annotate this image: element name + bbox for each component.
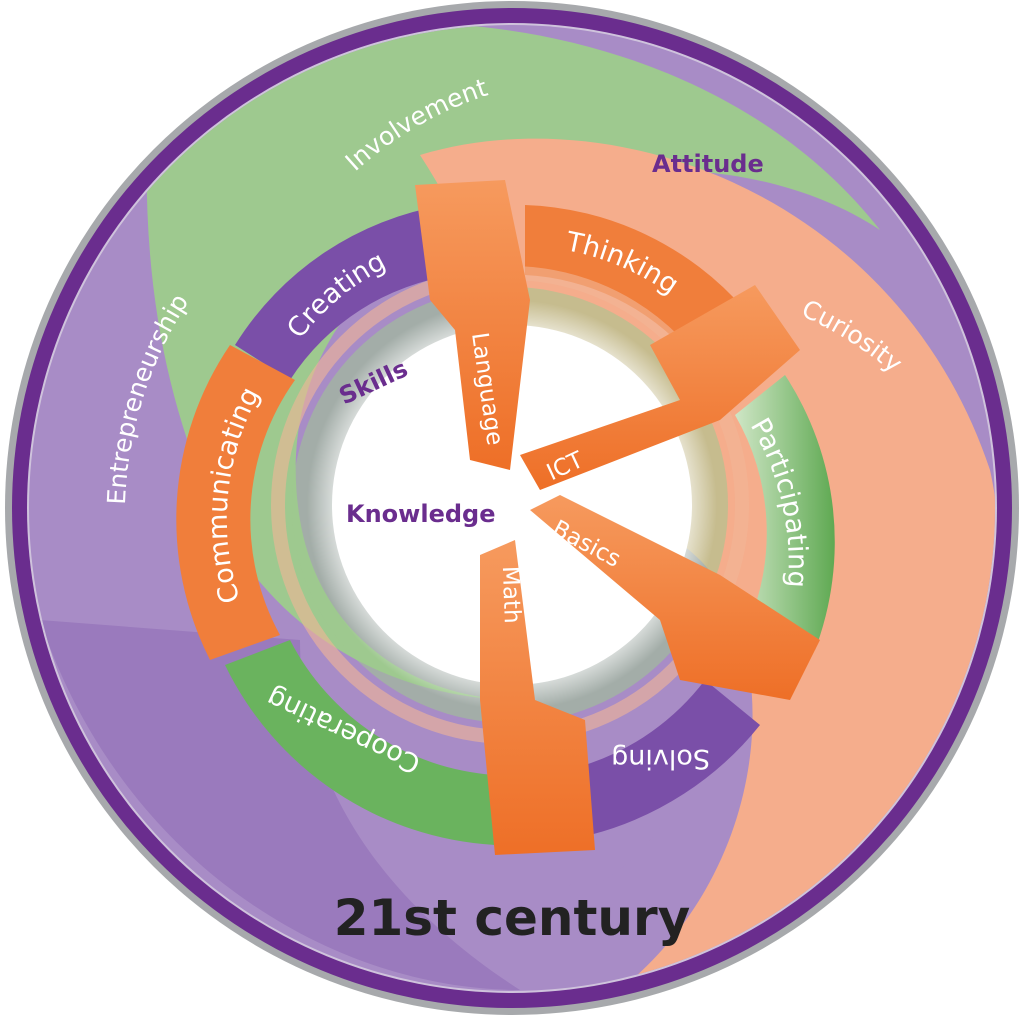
skill-segment-participating	[735, 375, 835, 650]
attitude-heading: Attitude	[652, 150, 764, 178]
knowledge-arrows	[415, 180, 820, 855]
arrow-basics	[530, 495, 820, 700]
skill-segment-communicating	[176, 345, 295, 660]
skill-segment-thinking	[525, 205, 745, 355]
skill-label-solving: Solving	[611, 743, 710, 774]
purple-dark-swirl	[40, 620, 520, 990]
skill-segment-creating	[235, 205, 455, 380]
diagram-title: 21st century	[334, 889, 691, 947]
arrow-math	[480, 540, 595, 855]
arrow-ict	[520, 285, 800, 490]
arrow-language	[415, 180, 530, 470]
knowledge-heading: Knowledge	[346, 500, 495, 528]
skill-segment-cooperating	[225, 640, 495, 845]
knowledge-center-core	[332, 325, 692, 685]
skill-segment-solving	[585, 680, 760, 835]
green-field	[146, 25, 880, 700]
knowledge-label-math: Math	[497, 566, 525, 624]
